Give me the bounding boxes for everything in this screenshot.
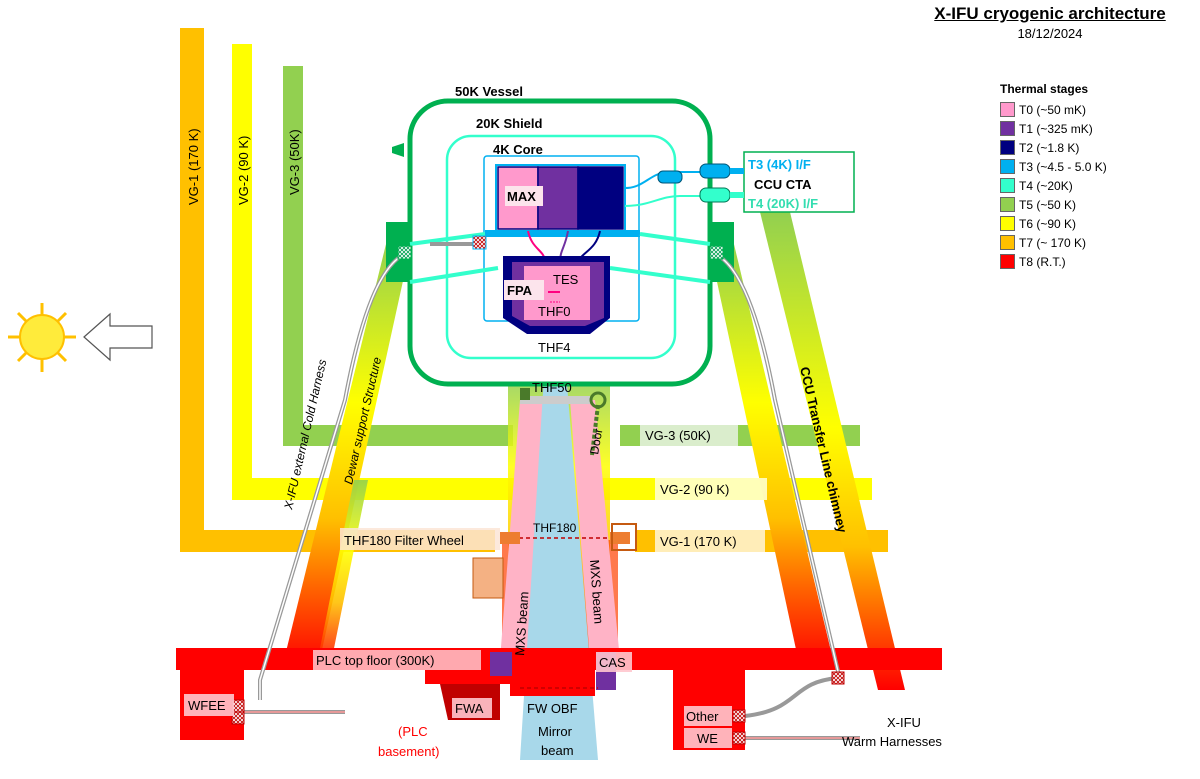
thermal-stages-legend: Thermal stages T0 (~50 mK) T1 (~325 mK) T2… [1000, 82, 1107, 271]
thf180-wheel-label: THF180 Filter Wheel [344, 533, 464, 548]
plc-top-label: PLC top floor (300K) [316, 653, 435, 668]
plc-basement-label-2: basement) [378, 744, 439, 759]
ccu-chimney [760, 212, 905, 690]
fwa-label: FWA [455, 701, 484, 716]
cas-label: CAS [599, 655, 626, 670]
legend-label: T6 (~90 K) [1019, 216, 1077, 231]
thf180-label: THF180 [533, 521, 577, 535]
vg1-right-label: VG-1 (170 K) [660, 534, 737, 549]
legend-swatch [1000, 254, 1015, 269]
warm-harness-label-1: X-IFU [887, 715, 921, 730]
tes-label: TES [553, 272, 579, 287]
warm-harness-other [744, 676, 839, 718]
shield-20k [445, 134, 677, 360]
legend-item: T8 (R.T.) [1000, 252, 1107, 271]
legend-item: T5 (~50 K) [1000, 195, 1107, 214]
diagram-title: X-IFU cryogenic architecture [934, 4, 1166, 23]
legend-label: T4 (~20K) [1019, 178, 1073, 193]
other-we-label-2: WE [697, 731, 718, 746]
legend-item: T1 (~325 mK) [1000, 119, 1107, 138]
mxs-right-label: MXS beam [587, 559, 606, 624]
thf0-label: THF0 [538, 304, 571, 319]
legend-item: T6 (~90 K) [1000, 214, 1107, 233]
t4-if-label: T4 (20K) I/F [748, 196, 818, 211]
t3-if-label: T3 (4K) I/F [748, 157, 811, 172]
ccu-cta-box [743, 151, 855, 213]
ccu-cta-label: CCU CTA [754, 177, 812, 192]
max-t2 [577, 166, 624, 230]
vg2-right-label: VG-2 (90 K) [660, 482, 729, 497]
legend-swatch [1000, 178, 1015, 193]
legend-item: T7 (~ 170 K) [1000, 233, 1107, 252]
door-label: Door [587, 427, 605, 455]
wfee-label: WFEE [188, 698, 226, 713]
arrow-left-icon [83, 312, 153, 362]
diagram-title-block: X-IFU cryogenic architecture 18/12/2024 [900, 4, 1200, 41]
vg3-right-label: VG-3 (50K) [645, 428, 711, 443]
mirror-beam-label-1: Mirror [538, 724, 573, 739]
mxs-left-label: MXS beam [512, 591, 531, 656]
legend-swatch [1000, 140, 1015, 155]
plc-floor [176, 648, 942, 670]
legend-title: Thermal stages [1000, 82, 1089, 96]
thf50-label: THF50 [532, 380, 572, 395]
legend-swatch [1000, 159, 1015, 174]
warm-harness-label-2: Warm Harnesses [842, 734, 942, 749]
fw-obf-label: FW OBF [527, 701, 578, 716]
legend-label: T2 (~1.8 K) [1019, 140, 1080, 155]
thf180-wheel-box [472, 557, 504, 599]
legend-item: T0 (~50 mK) [1000, 100, 1107, 119]
door-line [590, 404, 600, 456]
legend-swatch [1000, 197, 1015, 212]
legend-label: T7 (~ 170 K) [1019, 235, 1087, 250]
legend-label: T3 (~4.5 - 5.0 K) [1019, 159, 1107, 174]
shield-label: 20K Shield [476, 116, 543, 131]
legend-label: T8 (R.T.) [1019, 254, 1066, 269]
thf4-label: THF4 [538, 340, 571, 355]
mirror-beam-label-2: beam [541, 743, 574, 758]
dewar-support-left [282, 240, 412, 668]
core-label: 4K Core [493, 142, 543, 157]
legend-label: T5 (~50 K) [1019, 197, 1077, 212]
max-t1 [537, 166, 579, 230]
vg2-vertical-label: VG-2 (90 K) [236, 136, 251, 205]
plc-basement-label-1: (PLC [398, 724, 428, 739]
vg1-vertical-label: VG-1 (170 K) [186, 128, 201, 205]
mxs-beam-right [570, 400, 620, 660]
other-we-label-1: Other [686, 709, 719, 724]
dewar-support-right [708, 240, 835, 668]
sun-icon [8, 303, 76, 372]
fpa-label: FPA [507, 283, 533, 298]
legend-item: T2 (~1.8 K) [1000, 138, 1107, 157]
legend-swatch [1000, 235, 1015, 250]
legend-label: T0 (~50 mK) [1019, 102, 1087, 117]
vessel-label: 50K Vessel [455, 84, 523, 99]
dewar-support-left-2 [316, 480, 368, 668]
legend-item: T3 (~4.5 - 5.0 K) [1000, 157, 1107, 176]
diagram-date: 18/12/2024 [1017, 26, 1083, 41]
legend-swatch [1000, 216, 1015, 231]
vg3-vertical-label: VG-3 (50K) [287, 129, 302, 195]
legend-swatch [1000, 121, 1015, 136]
legend-item: T4 (~20K) [1000, 176, 1107, 195]
legend-label: T1 (~325 mK) [1019, 121, 1093, 136]
legend-swatch [1000, 102, 1015, 117]
max-label: MAX [507, 189, 536, 204]
